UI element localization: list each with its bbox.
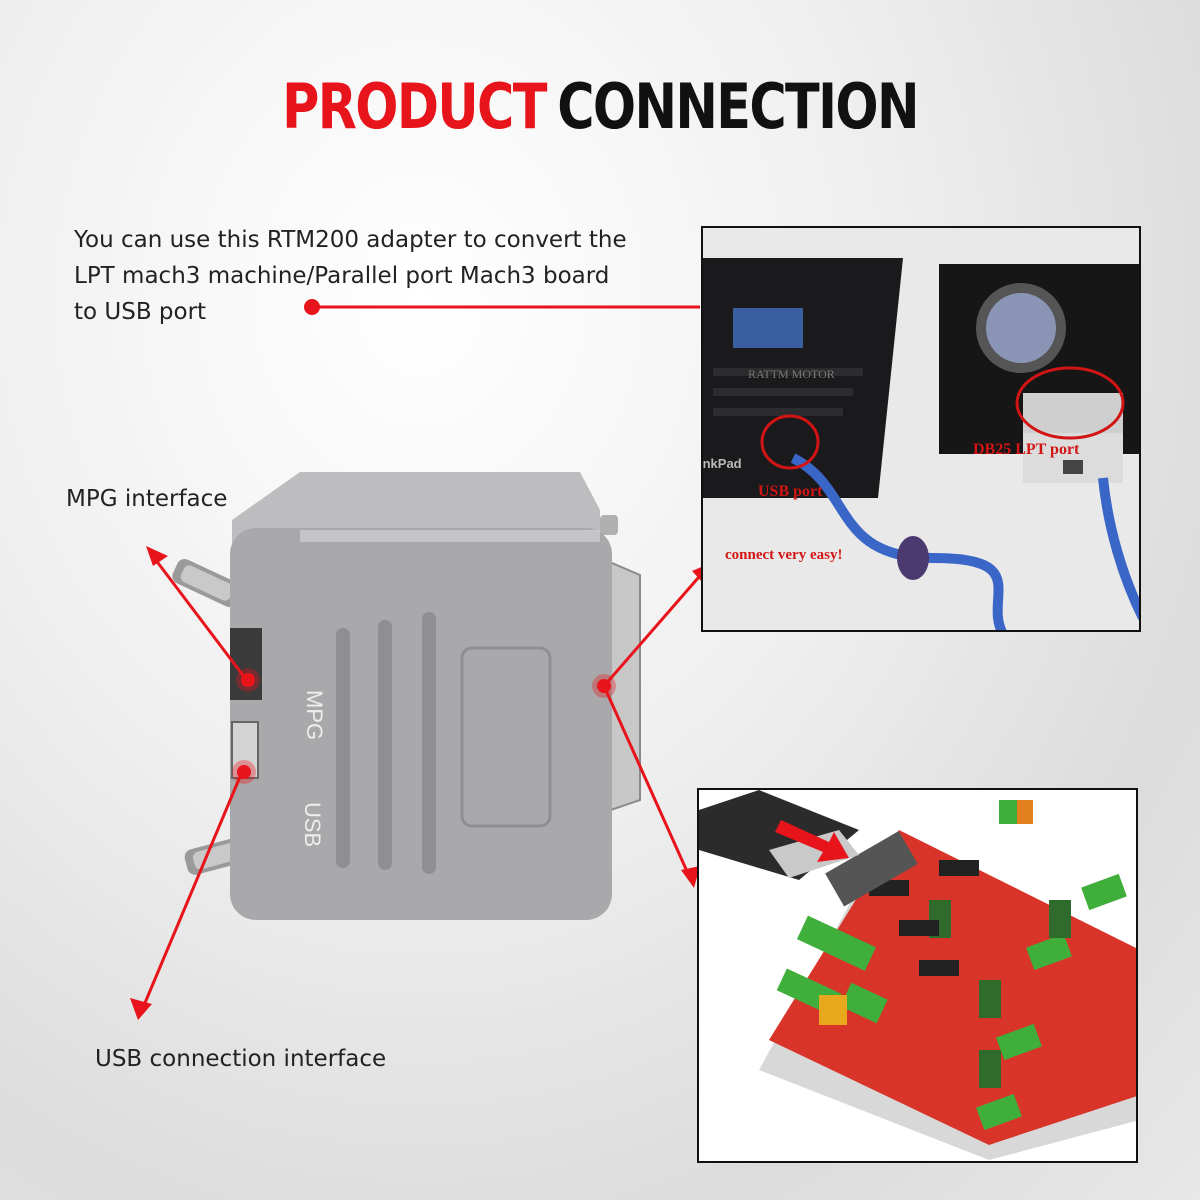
controller-board xyxy=(769,830,1136,1145)
laptop-brand-text: inkPad xyxy=(703,456,742,471)
description-text: You can use this RTM200 adapter to conve… xyxy=(74,227,627,325)
mpg-embossed-text: MPG xyxy=(302,690,327,740)
arrowhead-bottom-photo xyxy=(681,866,700,888)
connector-screw xyxy=(600,515,618,535)
bottom-photo-arrow-line xyxy=(602,685,692,879)
db25-port-caption: DB25 LPT port xyxy=(973,441,1080,458)
top-photo-arrow-line xyxy=(602,569,707,687)
device-body xyxy=(230,528,612,920)
label-recess xyxy=(460,646,552,828)
arrowhead-usb xyxy=(130,998,152,1020)
photo-connection-example: RATTM MOTOR inkPad USB port DB25 LPT por… xyxy=(701,226,1141,632)
title-part-black: CONNECTION xyxy=(557,70,919,143)
usb-port-caption: USB port xyxy=(758,483,823,500)
usb-interface-label: USB connection interface xyxy=(95,1046,387,1072)
callout-dots xyxy=(232,299,616,784)
arrowhead-mpg xyxy=(146,546,168,566)
watermark-text: RATTM MOTOR xyxy=(748,367,835,381)
mpg-arrow-line xyxy=(150,554,250,683)
knurled-screw-top xyxy=(172,559,242,607)
usb-cable xyxy=(790,453,1007,630)
mpg-interface-label: MPG interface xyxy=(66,486,228,512)
photo-mach3-board xyxy=(697,788,1138,1163)
usb-embossed-text: USB xyxy=(300,802,325,847)
insert-arrow xyxy=(775,820,849,862)
easy-caption: connect very easy! xyxy=(725,547,843,563)
usb-arrow-line xyxy=(140,771,244,1011)
title-part-red: PRODUCT xyxy=(282,70,547,143)
